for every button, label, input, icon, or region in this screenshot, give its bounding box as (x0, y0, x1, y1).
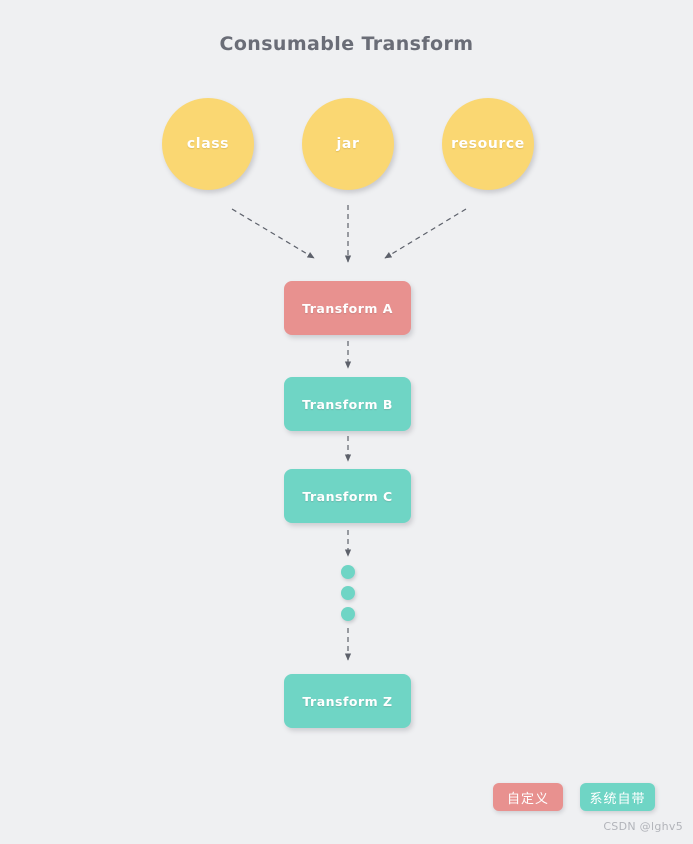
transform-node-label: Transform Z (302, 693, 393, 709)
legend-chip-label: 系统自带 (589, 791, 646, 807)
legend-chip-label: 自定义 (506, 791, 549, 807)
transform-node-b[interactable]: Transform B (284, 377, 411, 431)
arrow-class-to-transform-a (231, 208, 315, 259)
source-node-resource[interactable]: resource (442, 98, 534, 190)
transform-node-label: Transform B (302, 396, 393, 412)
watermark: CSDN @lghv5 (603, 820, 683, 833)
transform-node-c[interactable]: Transform C (284, 469, 411, 523)
ellipsis-dot (341, 607, 355, 621)
transform-node-label: Transform C (302, 488, 393, 504)
source-node-label: jar (336, 136, 360, 152)
legend-chip-custom[interactable]: 自定义 (493, 783, 563, 811)
transform-node-label: Transform A (302, 300, 393, 316)
source-node-class[interactable]: class (162, 98, 254, 190)
ellipsis-dot (341, 565, 355, 579)
legend-chip-system[interactable]: 系统自带 (580, 783, 655, 811)
source-node-jar[interactable]: jar (302, 98, 394, 190)
transform-node-z[interactable]: Transform Z (284, 674, 411, 728)
arrow-resource-to-transform-a (384, 208, 467, 259)
source-node-label: class (186, 136, 230, 152)
source-node-label: resource (451, 136, 525, 152)
page-title: Consumable Transform (219, 33, 474, 55)
transform-node-a[interactable]: Transform A (284, 281, 411, 335)
ellipsis-dot (341, 586, 355, 600)
